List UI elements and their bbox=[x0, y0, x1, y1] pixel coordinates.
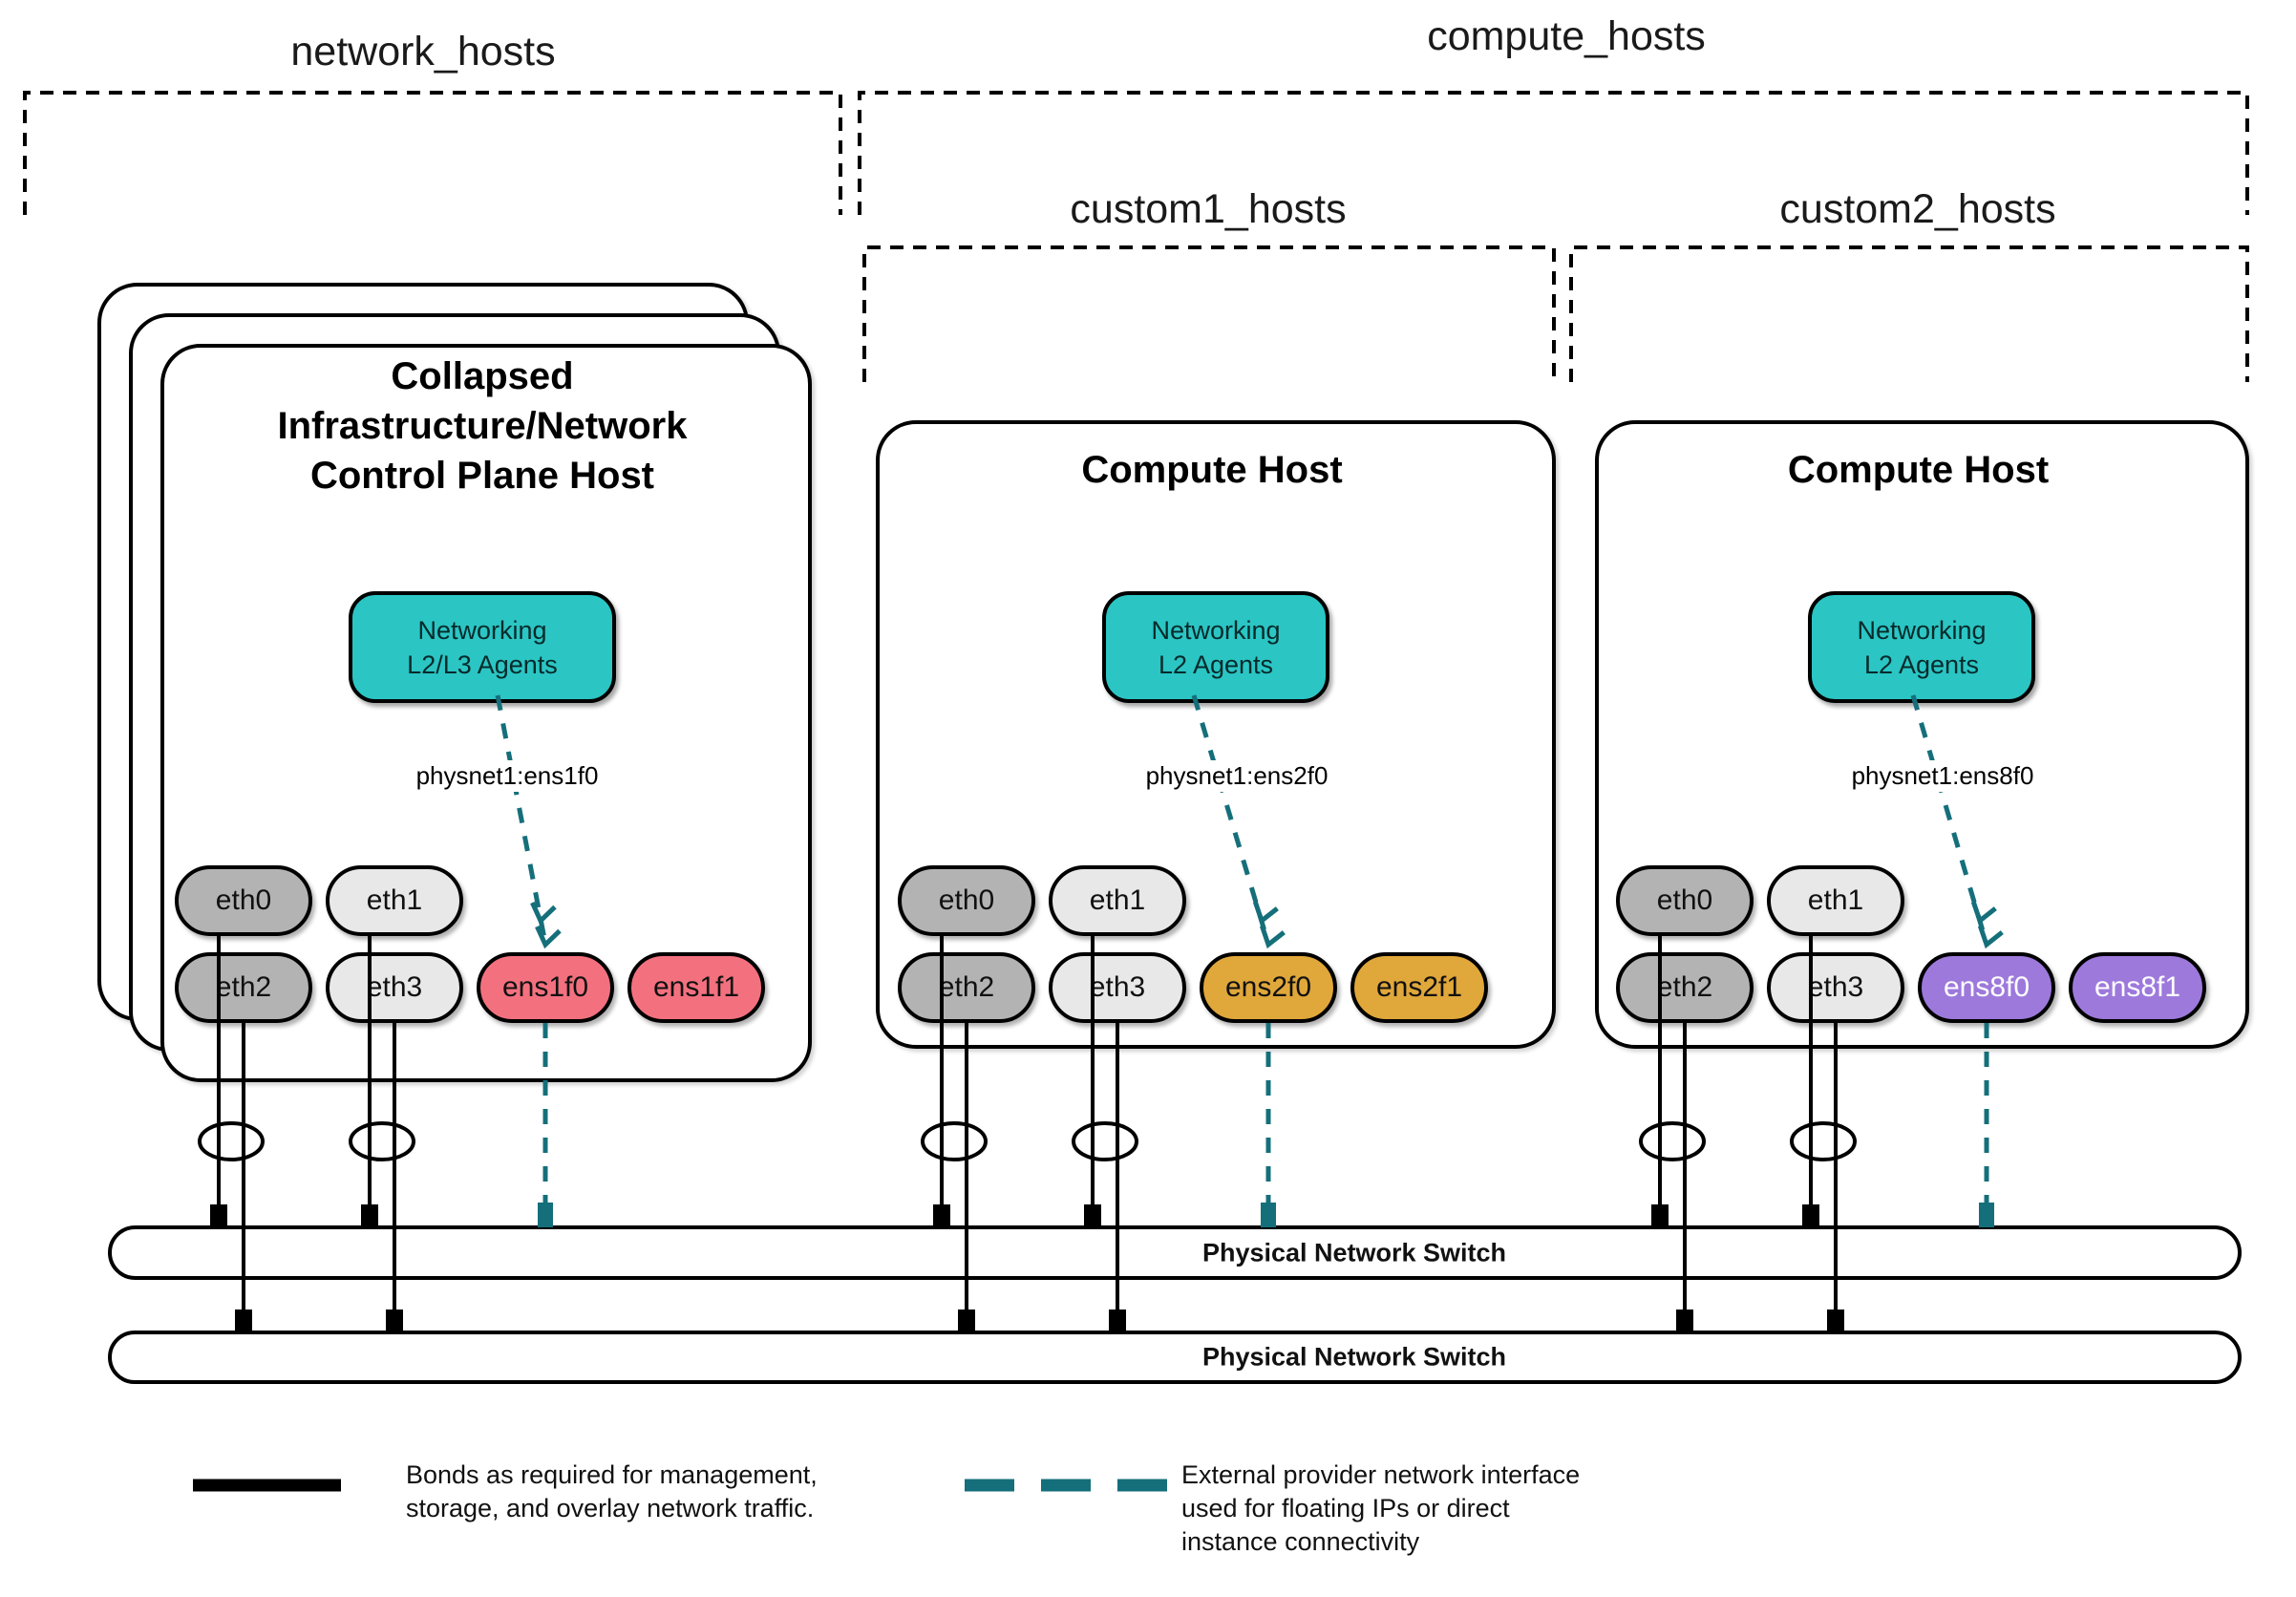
nic-pill-eth0: eth0 bbox=[175, 865, 312, 936]
physnet-label-ens2f0: physnet1:ens2f0 bbox=[1137, 760, 1336, 792]
nic-pill-ens2f0: ens2f0 bbox=[1200, 952, 1337, 1023]
legend-bond-text: Bonds as required for management, storag… bbox=[406, 1459, 818, 1525]
bond-ellipse bbox=[921, 1121, 988, 1161]
bond-rings bbox=[198, 1121, 1857, 1161]
nic-pill-eth0: eth0 bbox=[1616, 865, 1754, 936]
nic-pill-eth3: eth3 bbox=[326, 952, 463, 1023]
nic-pill-eth1: eth1 bbox=[1049, 865, 1186, 936]
connector-square bbox=[386, 1310, 403, 1332]
nic-pill-eth2: eth2 bbox=[898, 952, 1035, 1023]
host-title-line: Control Plane Host bbox=[309, 455, 655, 497]
switch-label: Physical Network Switch bbox=[1201, 1342, 1507, 1372]
agent-box-compute-1: Networking L2 Agents bbox=[1102, 591, 1329, 703]
bond-ellipse bbox=[1072, 1121, 1138, 1161]
agent-label-line: Networking bbox=[417, 615, 547, 645]
nic-pill-ens1f1: ens1f1 bbox=[627, 952, 765, 1023]
agent-label-line: L2/L3 Agents bbox=[407, 649, 558, 679]
connector-square bbox=[933, 1204, 950, 1227]
legend-external-text-line: instance connectivity bbox=[1181, 1527, 1420, 1556]
nic-pill-eth3: eth3 bbox=[1049, 952, 1186, 1023]
physnet-label-ens8f0: physnet1:ens8f0 bbox=[1843, 760, 2042, 792]
nic-pill-ens8f1: ens8f1 bbox=[2069, 952, 2206, 1023]
connector-square bbox=[361, 1204, 378, 1227]
connector-square bbox=[210, 1204, 227, 1227]
bracket-custom2-hosts bbox=[1569, 245, 2249, 382]
host-title-compute-2: Compute Host bbox=[1787, 449, 2050, 491]
connector-square bbox=[1651, 1204, 1669, 1227]
switch1-endpoints bbox=[210, 1204, 1819, 1227]
legend-bond-text-line: storage, and overlay network traffic. bbox=[406, 1494, 815, 1522]
group-label-custom1-hosts: custom1_hosts bbox=[1070, 186, 1347, 232]
bond-ellipse bbox=[198, 1121, 265, 1161]
agent-label-line: Networking bbox=[1857, 615, 1987, 645]
connector-square bbox=[1827, 1310, 1844, 1332]
host-title-compute-1: Compute Host bbox=[1081, 449, 1343, 491]
nic-pill-ens2f1: ens2f1 bbox=[1350, 952, 1488, 1023]
nic-pill-eth1: eth1 bbox=[326, 865, 463, 936]
legend-external-text-line: used for floating IPs or direct bbox=[1181, 1494, 1510, 1522]
group-label-compute-hosts: compute_hosts bbox=[1427, 13, 1706, 59]
connector-square bbox=[1084, 1204, 1101, 1227]
nic-pill-eth1: eth1 bbox=[1767, 865, 1904, 936]
host-title-control-plane: Collapsed Infrastructure/Network Control… bbox=[160, 351, 804, 500]
physical-network-switch-1: Physical Network Switch bbox=[108, 1225, 2242, 1280]
connector-square bbox=[235, 1310, 252, 1332]
bond-ellipse bbox=[1639, 1121, 1706, 1161]
connector-square bbox=[1109, 1310, 1126, 1332]
bond-ellipse bbox=[1790, 1121, 1857, 1161]
agent-label-line: L2 Agents bbox=[1158, 649, 1274, 679]
nic-pill-ens1f0: ens1f0 bbox=[477, 952, 614, 1023]
physical-network-switch-2: Physical Network Switch bbox=[108, 1331, 2242, 1384]
group-label-network-hosts: network_hosts bbox=[290, 29, 556, 75]
host-title-line: Infrastructure/Network bbox=[277, 405, 688, 447]
agent-label-line: Networking bbox=[1151, 615, 1281, 645]
external-connector-square bbox=[1979, 1203, 1994, 1227]
bracket-custom1-hosts bbox=[862, 245, 1556, 382]
agent-box-compute-2: Networking L2 Agents bbox=[1808, 591, 2035, 703]
switch2-endpoints bbox=[235, 1310, 1844, 1332]
agent-label-line: L2 Agents bbox=[1863, 649, 1980, 679]
nic-pill-eth0: eth0 bbox=[898, 865, 1035, 936]
external-connector-square bbox=[1261, 1203, 1276, 1227]
switch-label: Physical Network Switch bbox=[1201, 1238, 1507, 1267]
host-title-line: Collapsed bbox=[391, 355, 574, 397]
external-endpoints bbox=[538, 1203, 1994, 1227]
legend-external-text-line: External provider network interface bbox=[1181, 1460, 1581, 1489]
agent-box-control-plane: Networking L2/L3 Agents bbox=[349, 591, 616, 703]
bracket-network-hosts bbox=[23, 91, 842, 215]
group-label-custom2-hosts: custom2_hosts bbox=[1779, 186, 2056, 232]
connector-square bbox=[1676, 1310, 1693, 1332]
nic-pill-ens8f0: ens8f0 bbox=[1918, 952, 2055, 1023]
legend-external-text: External provider network interface used… bbox=[1181, 1459, 1580, 1559]
external-connector-square bbox=[538, 1203, 553, 1227]
physnet-label-ens1f0: physnet1:ens1f0 bbox=[408, 760, 606, 792]
connector-square bbox=[1802, 1204, 1819, 1227]
nic-pill-eth2: eth2 bbox=[175, 952, 312, 1023]
connector-square bbox=[958, 1310, 975, 1332]
bond-ellipse bbox=[349, 1121, 415, 1161]
nic-pill-eth3: eth3 bbox=[1767, 952, 1904, 1023]
nic-pill-eth2: eth2 bbox=[1616, 952, 1754, 1023]
legend-bond-text-line: Bonds as required for management, bbox=[406, 1460, 818, 1489]
